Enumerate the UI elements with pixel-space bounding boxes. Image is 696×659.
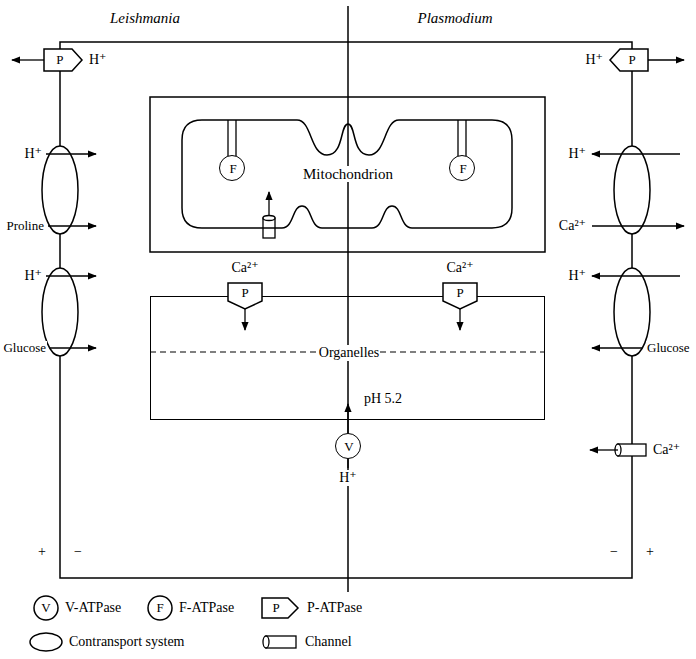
pump-letter: F [228, 162, 237, 176]
flux-arrow [48, 225, 96, 226]
p-atpase-pump: P [443, 283, 477, 309]
cotransporter [614, 268, 650, 356]
v-atpase: V [335, 433, 361, 459]
ion-label: Ca²⁺ [230, 260, 259, 275]
flux-arrow [590, 449, 618, 450]
ion-label: Ca²⁺ [652, 442, 681, 457]
ion-label: H⁺ [24, 268, 44, 283]
mitochondrion-frame [150, 97, 545, 252]
divider-line [347, 6, 349, 592]
legend-symbol [34, 596, 58, 620]
f-atpase-stalk [235, 120, 236, 157]
f-atpase-stalk [227, 120, 228, 157]
substrate-label: Proline [5, 219, 45, 233]
pump-letter: F [458, 162, 467, 176]
compartment-label: Mitochondrion [302, 166, 394, 183]
ion-label: H⁺ [585, 52, 605, 67]
legend-text: V-ATPase [64, 600, 122, 615]
pump-letter: V [343, 440, 354, 454]
flux-arrow [459, 309, 460, 330]
p-atpase-pump: P [44, 49, 82, 71]
substrate-label: Glucose [646, 341, 691, 355]
cotransporter [42, 268, 78, 356]
cotransporter [42, 146, 78, 234]
flux-arrow [592, 347, 642, 348]
organelle-compartment: Organelles pH 5.2 [150, 296, 545, 420]
ion-label: H⁺ [88, 52, 108, 67]
f-atpase: F [219, 155, 245, 181]
pump-letter: P [240, 286, 249, 300]
flux-arrow [592, 225, 684, 226]
legend-symbol [148, 596, 172, 620]
legend-symbol [262, 598, 298, 618]
ion-label: Ca²⁺ [445, 260, 474, 275]
flux-arrow [592, 275, 680, 276]
legend-symbol-letter: P [271, 601, 280, 615]
flux-arrow [244, 309, 245, 330]
legend-symbol-letter: V [40, 601, 51, 615]
plasma-membrane [60, 42, 632, 578]
f-atpase-stalk [457, 120, 458, 157]
legend-symbol [30, 633, 62, 651]
mitochondrion-membrane [182, 120, 512, 228]
legend-symbol-letter: F [155, 601, 164, 615]
compartment-label: Organelles [318, 345, 380, 360]
pump-letter: P [455, 286, 464, 300]
flux-line [347, 459, 348, 468]
legend-symbol [263, 636, 269, 648]
charge-sign: − [73, 544, 83, 559]
organism-name: Plasmodium [417, 10, 494, 27]
pump-letter: P [627, 53, 636, 67]
ion-label: H⁺ [568, 268, 588, 283]
pump-outline [610, 49, 648, 71]
legend-text: Contransport system [68, 634, 186, 649]
cotransporter [614, 146, 650, 234]
mitochondrion: Mitochondrion F F [172, 110, 522, 238]
p-atpase-pump: P [610, 49, 648, 71]
flux-arrow [648, 59, 684, 60]
flux-arrow [592, 153, 680, 154]
legend-text: P-ATPase [306, 600, 363, 615]
pump-outline [228, 283, 262, 309]
substrate-label: Glucose [2, 341, 47, 355]
pump-outline [44, 49, 82, 71]
channel-symbol [263, 216, 275, 221]
f-atpase-stalk [465, 120, 466, 157]
pump-letter: P [55, 53, 64, 67]
flux-arrow [50, 347, 96, 348]
pump-outline [443, 283, 477, 309]
legend-symbol [266, 636, 296, 648]
flux-arrow [46, 275, 96, 276]
charge-sign: + [37, 544, 47, 559]
compartment-label: pH 5.2 [363, 391, 403, 406]
ion-label: H⁺ [24, 146, 44, 161]
ion-label: H⁺ [568, 146, 588, 161]
legend-text: Channel [304, 634, 353, 649]
channel-symbol [618, 444, 646, 456]
p-atpase-pump: P [228, 283, 262, 309]
flux-arrow [12, 59, 44, 60]
charge-sign: − [609, 544, 619, 559]
organism-name: Leishmania [109, 10, 181, 27]
charge-sign: + [645, 544, 655, 559]
flux-arrow [46, 153, 96, 154]
flux-arrow [268, 192, 269, 215]
f-atpase: F [449, 155, 475, 181]
ion-label: Ca²⁺ [558, 218, 587, 233]
flux-arrow [347, 404, 348, 433]
legend-text: F-ATPase [178, 600, 235, 615]
ion-label: H⁺ [338, 470, 358, 485]
